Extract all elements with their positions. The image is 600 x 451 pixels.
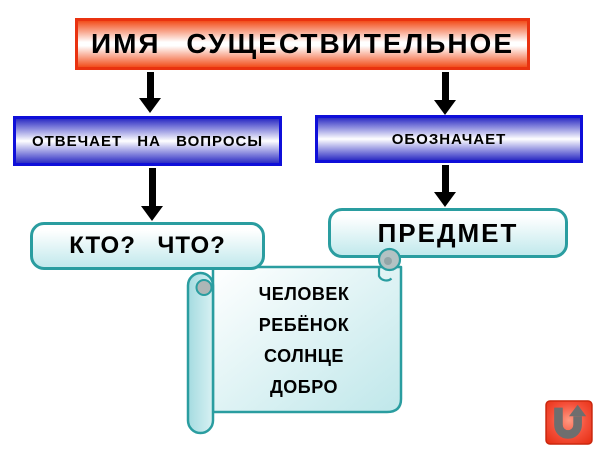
questions-label: ОТВЕЧАЕТ НА ВОПРОСЫ: [31, 132, 264, 150]
arrow-shaft: [441, 165, 449, 192]
scroll-paper: [211, 265, 403, 414]
scroll-top-right-curl-center: [384, 257, 392, 265]
denotes-box: ОБОЗНАЧАЕТ: [315, 115, 583, 163]
down-arrow-icon: [434, 72, 456, 115]
object-label: ПРЕДМЕТ: [377, 217, 519, 248]
list-item: ДОБРО: [269, 377, 339, 397]
who-what-label: КТО? ЧТО?: [69, 232, 226, 259]
logo-arrow-head: [569, 404, 587, 417]
who-what-box: КТО? ЧТО?: [30, 222, 265, 270]
down-arrow-icon: [141, 168, 163, 221]
list-item: СОЛНЦЕ: [264, 346, 344, 366]
arrow-head: [434, 192, 456, 207]
scroll-curl-tail: [377, 267, 393, 282]
u-turn-arrow-icon[interactable]: [545, 400, 593, 445]
down-arrow-icon: [139, 72, 161, 113]
scroll-top-left-curl: [195, 279, 213, 296]
title-label: ИМЯ СУЩЕСТВИТЕЛЬНОЕ: [90, 28, 515, 59]
arrow-shaft: [146, 72, 154, 98]
arrow-head: [139, 98, 161, 113]
arrow-shaft: [148, 168, 156, 206]
list-item: ЧЕЛОВЕК: [258, 284, 350, 304]
scroll-left-roll: [186, 271, 215, 435]
questions-box: ОТВЕЧАЕТ НА ВОПРОСЫ: [13, 116, 282, 166]
arrow-head: [434, 100, 456, 115]
examples-scroll: [186, 247, 403, 435]
logo-u-shape: [554, 407, 582, 439]
arrow-head: [141, 206, 163, 221]
list-item: РЕБЁНОК: [258, 315, 350, 335]
examples-list: ЧЕЛОВЕК РЕБЁНОК СОЛНЦЕ ДОБРО: [206, 279, 402, 403]
denotes-label: ОБОЗНАЧАЕТ: [391, 130, 507, 148]
arrow-shaft: [441, 72, 449, 100]
object-box: ПРЕДМЕТ: [328, 208, 568, 258]
title-box: ИМЯ СУЩЕСТВИТЕЛЬНОЕ: [75, 18, 530, 70]
down-arrow-icon: [434, 165, 456, 207]
